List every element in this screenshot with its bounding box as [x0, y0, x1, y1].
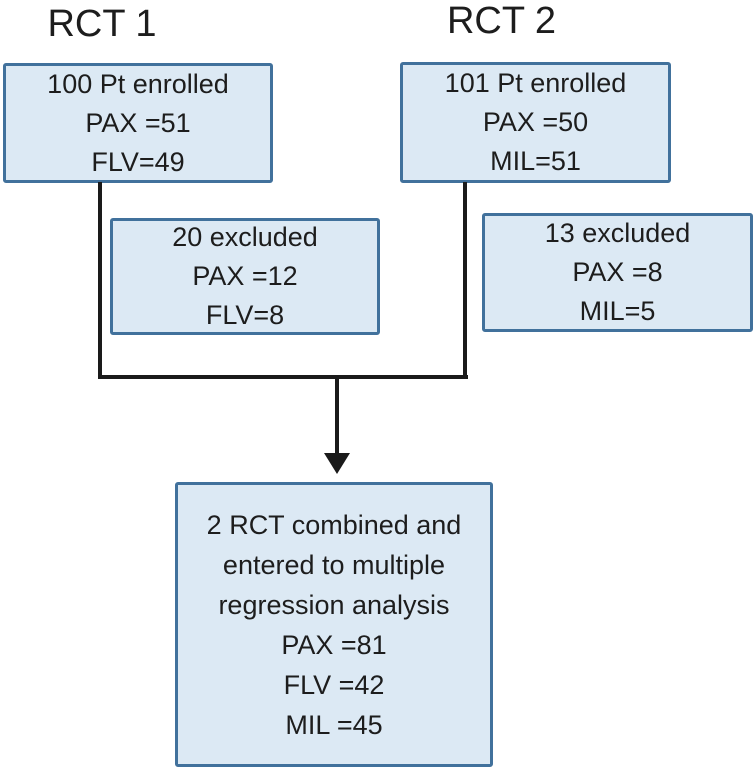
box-line: PAX =50 [482, 107, 589, 137]
box-line: PAX =51 [85, 107, 191, 138]
box-line: FLV=49 [91, 146, 185, 177]
box-line: 100 Pt enrolled [47, 68, 229, 99]
combined-arrow-stem-line [335, 375, 339, 456]
box-line: PAX =81 [281, 629, 387, 660]
box-line: MIL=51 [490, 146, 581, 176]
rct1-excluded-box: 20 excluded PAX =12 FLV=8 [110, 218, 380, 335]
rct2-title: RCT 2 [446, 0, 557, 42]
box-line: FLV =42 [283, 669, 385, 700]
rct1-enrolled-box: 100 Pt enrolled PAX =51 FLV=49 [3, 63, 273, 183]
box-line: entered to multiple [222, 549, 446, 580]
box-line: MIL=5 [579, 296, 656, 326]
box-line: MIL =45 [285, 709, 383, 740]
box-line: 2 RCT combined and [206, 509, 462, 540]
combined-analysis-box: 2 RCT combined and entered to multiple r… [175, 482, 493, 767]
rct1-down-connector-line [98, 182, 102, 379]
box-line: regression analysis [218, 589, 450, 620]
box-line: PAX =8 [572, 257, 663, 287]
rct2-down-connector-line [463, 182, 467, 379]
box-line: PAX =12 [192, 261, 298, 291]
rct2-excluded-box: 13 excluded PAX =8 MIL=5 [482, 213, 753, 332]
rct2-enrolled-box: 101 Pt enrolled PAX =50 MIL=51 [400, 62, 671, 183]
box-line: 20 excluded [172, 222, 318, 252]
box-line: 101 Pt enrolled [444, 68, 627, 98]
down-arrowhead-icon [324, 453, 350, 474]
rct1-title: RCT 1 [47, 3, 157, 45]
merge-horizontal-connector-line [98, 375, 468, 379]
box-line: 13 excluded [544, 218, 691, 248]
box-line: FLV=8 [205, 300, 285, 330]
